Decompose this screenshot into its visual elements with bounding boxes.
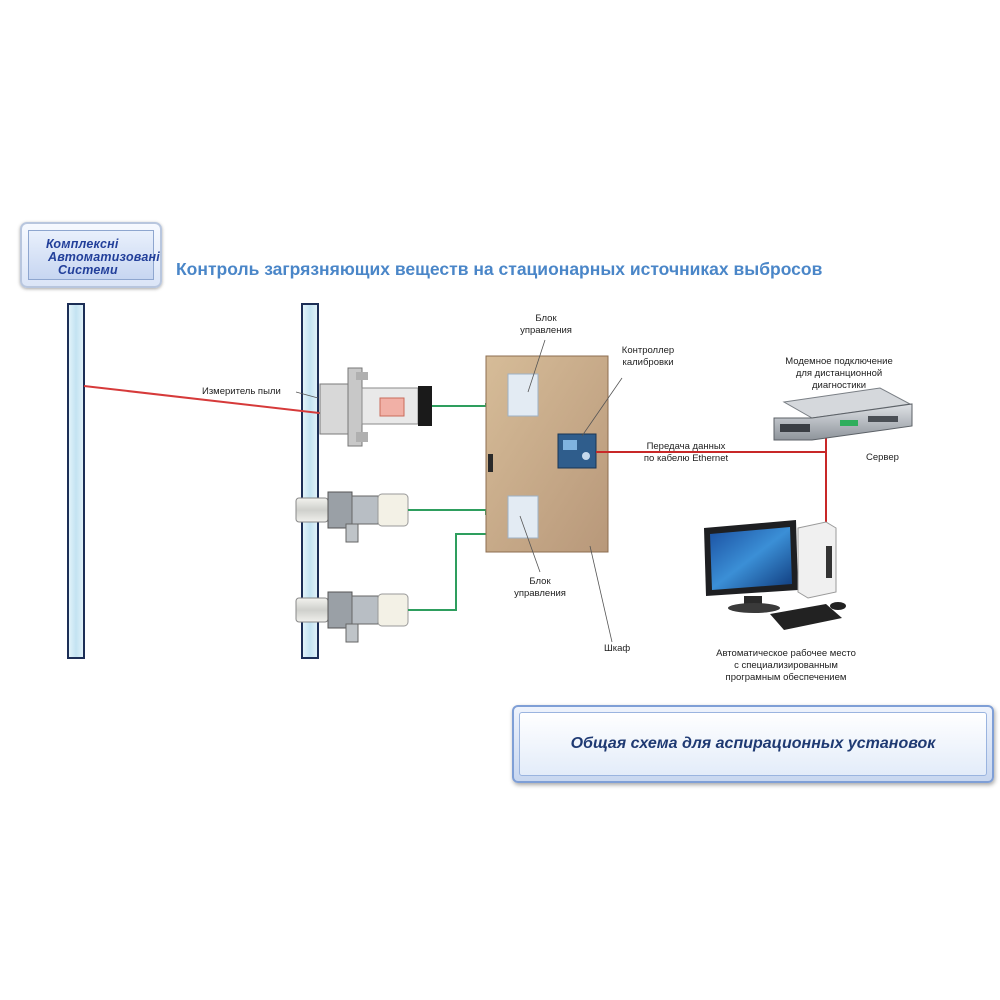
label-cabinet: Шкаф — [604, 643, 631, 654]
sensor-probe-2 — [295, 591, 409, 643]
right-duct — [301, 303, 319, 659]
caption-banner-text: Общая схема для аспирационных установок — [570, 735, 936, 752]
workstation — [704, 520, 846, 630]
label-control-unit-top: Блок управления — [516, 313, 576, 337]
label-calibration-controller-line-1: Контроллер — [621, 345, 675, 356]
sensor-probe-1 — [295, 491, 409, 543]
label-calibration-controller: Контроллер калибровки — [612, 345, 684, 369]
caption-banner-panel — [519, 712, 987, 776]
page-title: Контроль загрязняющих веществ на стацион… — [176, 259, 823, 279]
label-control-unit-top-line-1: Блок — [535, 313, 557, 324]
logo-line-2: Автоматизовані — [48, 250, 160, 264]
label-workstation-line-3: програмным обеспечением — [725, 672, 847, 683]
label-workstation-line-2: с специализированным — [734, 660, 838, 671]
server — [773, 387, 913, 441]
logo-panel — [28, 230, 154, 280]
dust-meter-leader — [295, 391, 319, 399]
logo-line-3: Системи — [58, 263, 118, 277]
label-modem-connection: Модемное подключение для дистанционной д… — [766, 356, 912, 392]
label-leaders — [519, 339, 623, 643]
dust-meter-device — [319, 367, 432, 447]
label-modem-line-2: для дистанционной — [795, 368, 883, 379]
label-workstation: Автоматическое рабочее место с специализ… — [686, 648, 886, 684]
label-modem-line-3: диагностики — [812, 380, 866, 391]
caption-banner: Общая схема для аспирационных установок — [512, 705, 994, 783]
label-server: Сервер — [866, 452, 899, 463]
company-logo: Комплексні Автоматизовані Системи — [20, 222, 162, 288]
label-data-transfer: Передача данных по кабелю Ethernet — [626, 441, 746, 465]
label-data-transfer-line-2: по кабелю Ethernet — [643, 453, 729, 464]
label-dust-meter: Измеритель пыли — [202, 386, 281, 397]
label-control-unit-bottom-line-1: Блок — [529, 576, 551, 587]
label-control-unit-top-line-2: управления — [520, 325, 572, 336]
label-control-unit-bottom: Блок управления — [510, 576, 570, 600]
label-control-unit-bottom-line-2: управления — [514, 588, 566, 599]
cabinet — [485, 355, 609, 553]
logo-line-1: Комплексні — [46, 237, 119, 251]
label-data-transfer-line-1: Передача данных — [646, 441, 726, 452]
label-modem-line-1: Модемное подключение — [785, 356, 893, 367]
label-workstation-line-1: Автоматическое рабочее место — [716, 648, 856, 659]
left-duct — [67, 303, 85, 659]
label-calibration-controller-line-2: калибровки — [622, 357, 674, 368]
